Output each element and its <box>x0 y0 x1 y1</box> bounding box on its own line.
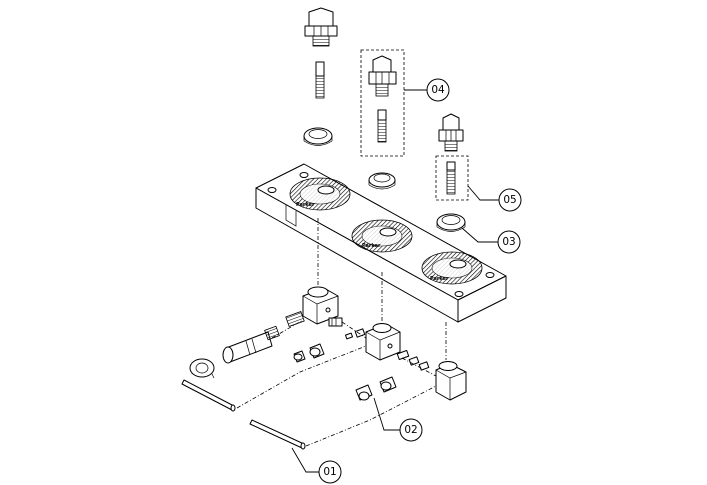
spring-pin-group-05 <box>435 155 469 201</box>
ferrule-pair-left <box>293 343 325 363</box>
tube-lower <box>249 419 306 450</box>
callout-04: 04 <box>404 78 450 102</box>
decal-logo-text: Parker <box>296 202 315 208</box>
callout-01: 01 <box>291 447 342 484</box>
decal-right: Parker <box>421 251 483 285</box>
decal-center: Parker <box>351 219 413 253</box>
fitting-group-04 <box>360 49 405 157</box>
elbow-fitting-right <box>435 361 467 401</box>
callout-05: 05 <box>467 185 522 212</box>
callout-label: 02 <box>404 424 417 436</box>
threaded-nipple <box>285 311 305 327</box>
hex-nut-top-left <box>303 127 333 146</box>
push-fitting-left <box>328 317 343 327</box>
callout-label: 01 <box>323 466 336 478</box>
tee-fitting-left <box>302 286 339 325</box>
top-right-fitting <box>438 113 464 152</box>
callout-label: 03 <box>502 236 515 248</box>
top-left-fitting <box>304 7 338 99</box>
decal-logo-text: Parker <box>430 276 449 282</box>
hex-nut-right <box>436 213 466 232</box>
callout-03: 03 <box>461 227 521 254</box>
inline-valve <box>222 325 280 364</box>
hex-nut-center <box>368 172 396 190</box>
decal-left: Parker <box>289 177 351 211</box>
lower-hex-nut <box>189 358 215 379</box>
callout-02: 02 <box>373 397 423 442</box>
tube-upper <box>181 379 236 412</box>
callout-label: 05 <box>503 194 516 206</box>
tee-fitting-center <box>365 323 401 361</box>
manifold-plate: Parker Parker Parker <box>255 163 507 323</box>
callout-label: 04 <box>431 84 445 96</box>
ferrule-pair-lower <box>355 376 397 401</box>
decal-logo-text: Parker <box>362 243 381 249</box>
small-fittings-center <box>344 328 430 371</box>
assembly-paths <box>236 319 437 447</box>
